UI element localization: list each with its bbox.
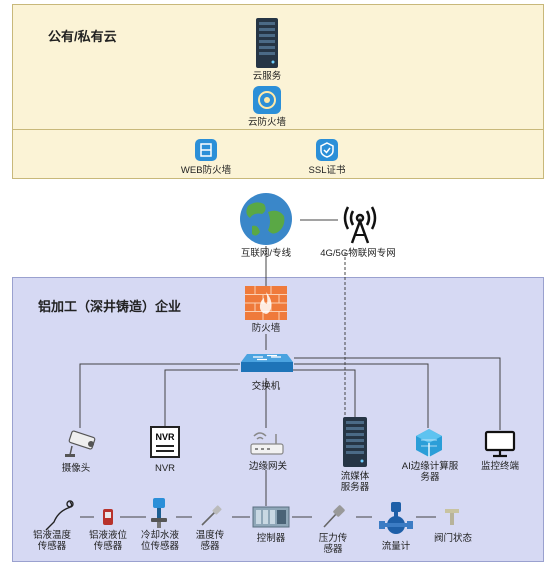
- ssl-certificate-icon: [316, 139, 338, 161]
- web-firewall-icon: [195, 139, 217, 161]
- sensor-label-4a: 温度传: [195, 530, 225, 541]
- sensor-label-1b: 传感器: [37, 541, 67, 552]
- sensor-label-6a: 压力传: [318, 533, 348, 544]
- cloud-zone-title: 公有/私有云: [48, 29, 117, 44]
- internet-label: 互联网/专线: [240, 248, 292, 259]
- web-firewall-label: WEB防火墙: [180, 165, 232, 176]
- aluminum-level-sensor-icon: [98, 506, 118, 528]
- antenna-icon: [340, 205, 380, 245]
- sensor-label-2b: 传感器: [93, 541, 123, 552]
- nvr-label: NVR: [154, 463, 176, 474]
- globe-icon: [234, 192, 298, 246]
- streaming-server-label-1: 流媒体: [340, 471, 370, 482]
- gateway-label: 边缘网关: [248, 461, 288, 472]
- sensor-label-3a: 冷却水液: [140, 530, 180, 541]
- nvr-icon: NVR: [150, 426, 180, 458]
- sensor-label-8a: 阀门状态: [433, 533, 473, 544]
- router-icon: [250, 430, 284, 456]
- cloud-security-zone: [12, 129, 544, 179]
- sensor-label-7a: 流量计: [381, 541, 411, 552]
- switch-icon: [239, 350, 295, 378]
- firewall-label: 防火墙: [251, 323, 281, 334]
- ai-edge-server-icon: [414, 428, 444, 458]
- flow-meter-icon: [378, 500, 414, 538]
- cloud-firewall-icon: [253, 86, 281, 114]
- ssl-certificate-label: SSL证书: [308, 165, 346, 176]
- enterprise-zone: [12, 277, 544, 562]
- firewall-icon: [245, 286, 287, 320]
- monitor-icon: [484, 430, 516, 458]
- sensor-label-5a: 控制器: [256, 533, 286, 544]
- ai-edge-server-label-2: 务器: [420, 472, 440, 483]
- switch-label: 交换机: [251, 381, 281, 392]
- ai-edge-server-label-1: AI边缘计算服: [401, 461, 459, 472]
- nvr-icon-text: NVR: [155, 432, 175, 442]
- iot-network-label: 4G/5G物联网专网: [320, 248, 396, 259]
- camera-icon: [62, 428, 98, 458]
- cloud-firewall-label: 云防火墙: [247, 117, 287, 128]
- sensor-label-1a: 铝液温度: [32, 530, 72, 541]
- coolant-level-sensor-icon: [147, 496, 171, 530]
- pressure-sensor-icon: [320, 504, 348, 530]
- streaming-server-icon: [343, 417, 367, 467]
- camera-label: 摄像头: [61, 463, 91, 474]
- enterprise-zone-title: 铝加工（深井铸造）企业: [38, 299, 182, 314]
- aluminum-temp-sensor-icon: [40, 498, 76, 534]
- sensor-label-4b: 感器: [200, 541, 220, 552]
- streaming-server-label-2: 服务器: [340, 482, 370, 493]
- temperature-sensor-icon: [198, 504, 224, 528]
- sensor-label-3b: 位传感器: [140, 541, 180, 552]
- cloud-server-label: 云服务: [252, 71, 282, 82]
- valve-status-icon: [443, 507, 461, 527]
- monitor-label: 监控终端: [480, 461, 520, 472]
- sensor-label-6b: 感器: [323, 544, 343, 555]
- cloud-server-icon: [256, 18, 278, 68]
- sensor-label-2a: 铝液液位: [88, 530, 128, 541]
- controller-icon: [252, 505, 290, 529]
